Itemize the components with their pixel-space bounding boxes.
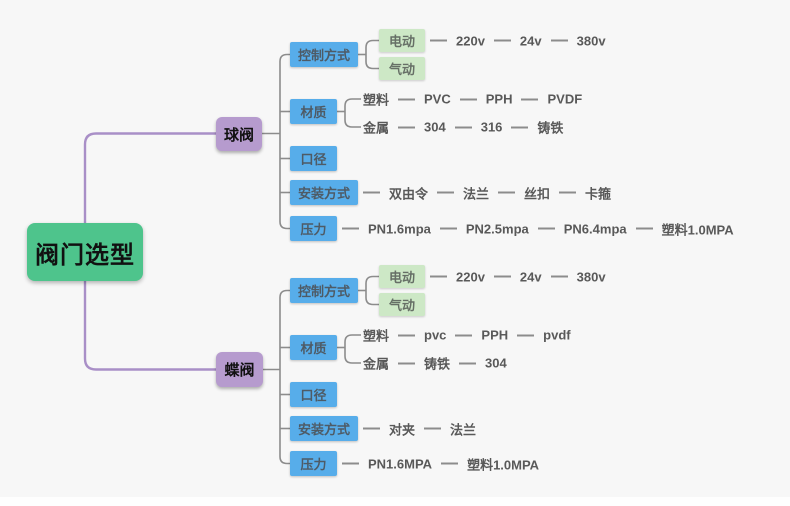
leaf-node[interactable]: 220v	[456, 33, 485, 48]
leaf-node[interactable]: PN1.6mpa	[368, 221, 431, 236]
category-node-material[interactable]: 材质	[290, 99, 337, 124]
root-node-valve-selection[interactable]: 阀门选型	[27, 223, 143, 281]
leaf-node[interactable]: 金属	[363, 356, 390, 372]
connector-dash	[437, 191, 455, 194]
sub-node-electric[interactable]: 电动	[379, 265, 425, 288]
leaf-node[interactable]: 220v	[456, 269, 485, 284]
connector-dash	[424, 427, 442, 430]
category-node-control-mode[interactable]: 控制方式	[290, 42, 358, 67]
leaf-node[interactable]: PPH	[485, 91, 513, 107]
connector-dash	[398, 98, 416, 100]
chain-pressure-ratings: PN1.6mpa PN2.5mpa PN6.4mpa 塑料1.0MPA	[333, 219, 734, 238]
leaf-node[interactable]: 380v	[576, 33, 606, 48]
leaf-node[interactable]: 304	[485, 355, 507, 371]
connector-dash	[493, 39, 511, 42]
connector-dash	[459, 362, 477, 364]
connector-dash	[363, 427, 380, 430]
leaf-node[interactable]: PN6.4mpa	[563, 221, 627, 236]
leaf-node[interactable]: 法兰	[463, 186, 490, 201]
category-node-diameter[interactable]: 口径	[290, 146, 337, 171]
leaf-node[interactable]: 316	[480, 119, 503, 135]
chain-plastic-materials: 塑料 pvc PPH pvdf	[363, 326, 571, 345]
leaf-node[interactable]: 铸铁	[537, 120, 564, 136]
connector-dash	[498, 191, 516, 194]
branch-node-butterfly-valve[interactable]: 蝶阀	[216, 352, 263, 387]
leaf-node[interactable]: 金属	[363, 120, 390, 136]
chain-electric-voltages: 220v 24v 380v	[421, 269, 606, 284]
chain-install-modes: 对夹 法兰	[354, 419, 476, 438]
chain-electric-voltages: 220v 24v 380v	[421, 33, 606, 48]
connector-dash	[398, 334, 416, 336]
category-node-pressure[interactable]: 压力	[290, 216, 337, 241]
leaf-node[interactable]: 塑料	[363, 92, 390, 108]
connector-dash	[521, 98, 539, 100]
chain-plastic-materials: 塑料 PVC PPH PVDF	[363, 90, 582, 109]
leaf-node[interactable]: 塑料	[363, 328, 390, 344]
category-node-pressure[interactable]: 压力	[290, 451, 337, 476]
connector-dash	[342, 462, 359, 465]
connector-dash	[342, 227, 359, 230]
leaf-node[interactable]: PN1.6MPA	[368, 456, 433, 471]
connector-dash	[550, 275, 568, 278]
chain-install-modes: 双由令 法兰 丝扣 卡箍	[354, 183, 611, 202]
connector-dash	[559, 191, 577, 194]
chain-metal-materials: 金属 304 316 铸铁	[363, 118, 563, 137]
leaf-node[interactable]: 法兰	[450, 422, 477, 437]
leaf-node[interactable]: 24v	[519, 269, 542, 284]
leaf-node[interactable]: 对夹	[389, 422, 416, 437]
leaf-node[interactable]: PVDF	[547, 91, 583, 107]
connector-dash	[459, 98, 477, 100]
connector-dash	[454, 126, 472, 128]
leaf-node[interactable]: 24v	[519, 33, 542, 48]
leaf-node[interactable]: 卡箍	[585, 186, 612, 201]
category-node-material[interactable]: 材质	[290, 335, 337, 360]
leaf-node[interactable]: pvc	[424, 327, 447, 343]
category-node-install-mode[interactable]: 安装方式	[290, 180, 358, 205]
connector-dash	[363, 191, 380, 194]
chain-pressure-ratings: PN1.6MPA 塑料1.0MPA	[333, 454, 539, 473]
leaf-node[interactable]: 塑料1.0MPA	[467, 457, 540, 472]
category-node-install-mode[interactable]: 安装方式	[290, 416, 358, 441]
connector-dash	[439, 227, 457, 230]
connector-dash	[398, 126, 416, 128]
leaf-node[interactable]: 丝扣	[524, 186, 551, 201]
leaf-node[interactable]: 304	[424, 119, 446, 135]
branch-node-ball-valve[interactable]: 球阀	[216, 117, 262, 151]
sub-node-pneumatic[interactable]: 气动	[379, 57, 425, 80]
sub-node-electric[interactable]: 电动	[379, 29, 425, 52]
connector-dash	[430, 39, 447, 42]
leaf-node[interactable]: 塑料1.0MPA	[661, 222, 734, 237]
connector-dash	[430, 275, 447, 278]
leaf-node[interactable]: PN2.5mpa	[465, 221, 529, 236]
connector-dash	[537, 227, 555, 230]
chain-metal-materials: 金属 铸铁 304	[363, 354, 507, 373]
category-node-control-mode[interactable]: 控制方式	[290, 278, 358, 303]
leaf-node[interactable]: PVC	[424, 91, 451, 107]
leaf-node[interactable]: PPH	[481, 327, 509, 343]
leaf-node[interactable]: 铸铁	[424, 356, 451, 372]
canvas-bottom-edge	[0, 497, 790, 506]
category-node-diameter[interactable]: 口径	[290, 382, 337, 407]
connector-dash	[398, 362, 416, 364]
leaf-node[interactable]: 380v	[576, 269, 606, 284]
connector-dash	[493, 275, 511, 278]
connector-dash	[441, 462, 459, 465]
connector-dash	[455, 334, 473, 336]
connector-dash	[511, 126, 529, 128]
leaf-node[interactable]: 双由令	[389, 186, 429, 201]
connector-dash	[517, 334, 535, 336]
sub-node-pneumatic[interactable]: 气动	[379, 293, 425, 316]
connector-dash	[635, 227, 653, 230]
connector-dash	[550, 39, 568, 42]
leaf-node[interactable]: pvdf	[543, 327, 571, 343]
